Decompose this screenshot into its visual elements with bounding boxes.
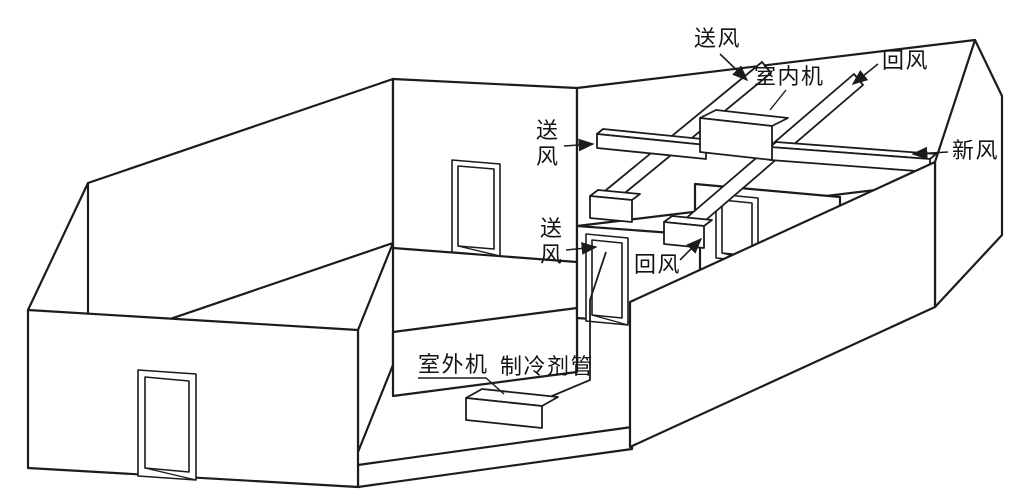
return-air-mid-arrow: [679, 237, 703, 261]
door2-leaf: [457, 165, 495, 250]
outdoor-unit-leader: [418, 377, 505, 395]
door1-leaf: [144, 376, 190, 473]
supply-air-low-label-char2: 风: [540, 242, 564, 267]
return-grille-front: [663, 221, 705, 249]
refrigerant-pipe-line: [551, 251, 607, 397]
left-wall-top-edge: [26, 181, 90, 312]
fresh-air-label: 新风: [952, 138, 999, 163]
supply-air-top-arrow: [719, 53, 749, 82]
platform-front-face: [356, 425, 634, 489]
supply-diffuser-front: [589, 195, 633, 223]
return-air-top-arrow: [851, 63, 879, 85]
outdoor-unit-label: 室外机: [418, 352, 489, 377]
return-air-top-label: 回风: [882, 48, 929, 73]
door-middle-room: [451, 159, 501, 257]
supply-air-low-arrow: [565, 242, 598, 255]
duct-network: [589, 61, 937, 249]
door1-swing-line: [144, 467, 197, 481]
door2-swing-line: [457, 245, 501, 257]
door-front-left: [137, 369, 197, 481]
supply-air-low-label-char1: 送: [540, 216, 564, 241]
supply-air-mid-label-char2: 风: [536, 144, 560, 169]
indoor-unit-leader: [769, 89, 787, 111]
outdoor-equipment: [465, 251, 607, 429]
right-block-near-wall: [628, 160, 937, 449]
fresh-air-arrow: [911, 146, 949, 160]
return-air-mid-label: 回风: [634, 252, 681, 277]
right-end-wall: [933, 38, 1004, 309]
main-duct-front: [596, 133, 707, 160]
middle-low-wall: [391, 306, 579, 398]
supply-air-mid-label-char1: 送: [536, 118, 560, 143]
indoor-unit-front: [699, 117, 773, 161]
left-room-right-wall: [356, 241, 395, 454]
door-corridor: [585, 233, 629, 326]
annotation-arrows: [418, 53, 949, 395]
refrigerant-pipe-label: 制冷剂管: [500, 354, 594, 379]
supply-air-top-label: 送风: [694, 26, 741, 51]
annotation-labels: 送风 室内机 回风 新风 送 风 送 风 回风 室外机 制冷剂管: [418, 26, 999, 379]
indoor-unit-label: 室内机: [754, 64, 825, 89]
door3-swing-line: [591, 314, 629, 326]
door3-leaf: [591, 239, 623, 319]
outdoor-unit-front: [465, 397, 543, 429]
left-room-back-wall: [86, 77, 395, 349]
supply-air-mid-arrow: [563, 138, 595, 152]
door-interior-right: [715, 193, 759, 263]
